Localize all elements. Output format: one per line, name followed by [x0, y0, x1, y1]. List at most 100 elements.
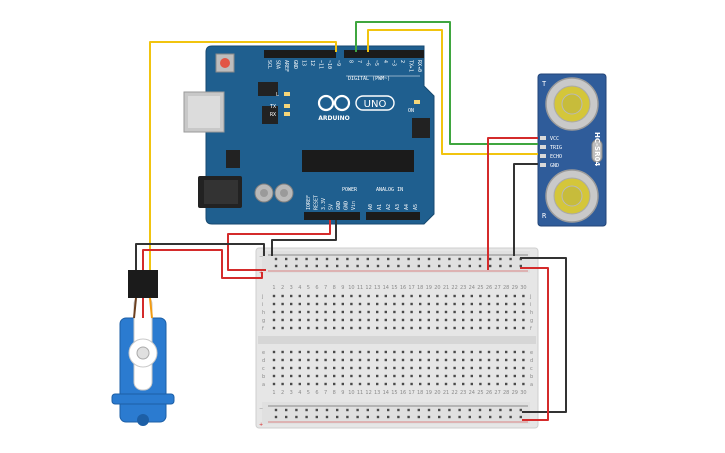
breadboard-hole[interactable]	[305, 264, 308, 268]
sensor-pin[interactable]	[540, 154, 546, 158]
breadboard-hole[interactable]	[366, 264, 369, 268]
breadboard-hole[interactable]	[397, 264, 400, 268]
breadboard-hole[interactable]	[458, 408, 461, 412]
breadboard-hole[interactable]	[393, 310, 396, 314]
breadboard-hole[interactable]	[356, 415, 359, 419]
breadboard-hole[interactable]	[290, 294, 293, 298]
breadboard-hole[interactable]	[487, 350, 491, 354]
breadboard-hole[interactable]	[417, 257, 420, 261]
breadboard-hole[interactable]	[387, 257, 390, 261]
breadboard-hole[interactable]	[513, 366, 516, 370]
breadboard-hole[interactable]	[295, 408, 298, 412]
breadboard-hole[interactable]	[522, 318, 525, 322]
breadboard-hole[interactable]	[376, 382, 379, 386]
breadboard-hole[interactable]	[519, 264, 522, 268]
breadboard-hole[interactable]	[509, 408, 512, 412]
breadboard-hole[interactable]	[376, 318, 379, 322]
breadboard-hole[interactable]	[407, 408, 410, 412]
breadboard-hole[interactable]	[307, 318, 310, 322]
breadboard-hole[interactable]	[384, 326, 387, 330]
breadboard-hole[interactable]	[393, 382, 396, 386]
breadboard-hole[interactable]	[367, 318, 370, 322]
breadboard-hole[interactable]	[298, 366, 301, 370]
breadboard-hole[interactable]	[489, 415, 492, 419]
breadboard-hole[interactable]	[487, 366, 491, 370]
wire-gnd-black[interactable]	[271, 220, 337, 256]
breadboard-hole[interactable]	[444, 366, 448, 370]
breadboard-hole[interactable]	[367, 326, 370, 330]
breadboard-hole[interactable]	[367, 302, 370, 306]
breadboard-hole[interactable]	[436, 350, 439, 354]
breadboard-hole[interactable]	[376, 294, 379, 298]
breadboard-hole[interactable]	[407, 257, 410, 261]
wire-servo-signal-yellow[interactable]	[149, 41, 337, 270]
breadboard-hole[interactable]	[410, 382, 413, 386]
breadboard-hole[interactable]	[298, 382, 301, 386]
breadboard-hole[interactable]	[367, 350, 370, 354]
breadboard-hole[interactable]	[341, 294, 344, 298]
breadboard-hole[interactable]	[410, 326, 413, 330]
breadboard-hole[interactable]	[325, 415, 329, 419]
breadboard-hole[interactable]	[487, 310, 491, 314]
breadboard-hole[interactable]	[315, 264, 318, 268]
breadboard-hole[interactable]	[358, 374, 362, 378]
breadboard-hole[interactable]	[384, 366, 387, 370]
breadboard-hole[interactable]	[470, 294, 473, 298]
breadboard-hole[interactable]	[290, 374, 293, 378]
breadboard-hole[interactable]	[427, 415, 431, 419]
digital-header-right[interactable]	[344, 50, 424, 58]
breadboard-hole[interactable]	[487, 318, 491, 322]
breadboard-hole[interactable]	[350, 350, 353, 354]
breadboard-hole[interactable]	[376, 326, 379, 330]
breadboard-hole[interactable]	[307, 382, 310, 386]
breadboard-hole[interactable]	[462, 382, 465, 386]
breadboard-hole[interactable]	[358, 366, 362, 370]
breadboard-hole[interactable]	[513, 302, 516, 306]
breadboard-hole[interactable]	[358, 294, 362, 298]
breadboard-hole[interactable]	[384, 294, 387, 298]
breadboard-hole[interactable]	[499, 264, 502, 268]
breadboard-hole[interactable]	[487, 358, 491, 362]
breadboard-hole[interactable]	[384, 350, 387, 354]
breadboard-hole[interactable]	[346, 257, 349, 261]
breadboard-hole[interactable]	[341, 382, 344, 386]
breadboard-hole[interactable]	[438, 415, 441, 419]
breadboard-hole[interactable]	[307, 302, 310, 306]
wire-sensor-gnd-black[interactable]	[513, 163, 538, 256]
breadboard-hole[interactable]	[307, 358, 310, 362]
breadboard-hole[interactable]	[470, 310, 473, 314]
breadboard-hole[interactable]	[522, 302, 525, 306]
breadboard-hole[interactable]	[496, 294, 499, 298]
breadboard-hole[interactable]	[444, 318, 448, 322]
breadboard-hole[interactable]	[366, 408, 369, 412]
breadboard-hole[interactable]	[509, 257, 512, 261]
wire-sensor-vcc-red[interactable]	[487, 137, 538, 270]
breadboard-hole[interactable]	[290, 326, 293, 330]
breadboard-hole[interactable]	[307, 366, 310, 370]
breadboard-hole[interactable]	[487, 374, 491, 378]
breadboard-hole[interactable]	[305, 415, 308, 419]
breadboard-hole[interactable]	[393, 366, 396, 370]
breadboard-hole[interactable]	[448, 257, 451, 261]
breadboard-hole[interactable]	[272, 310, 276, 314]
breadboard-hole[interactable]	[333, 374, 336, 378]
breadboard-hole[interactable]	[470, 374, 473, 378]
breadboard-hole[interactable]	[281, 326, 284, 330]
breadboard-hole[interactable]	[376, 374, 379, 378]
breadboard-hole[interactable]	[496, 350, 499, 354]
breadboard-hole[interactable]	[324, 318, 327, 322]
breadboard-hole[interactable]	[376, 358, 379, 362]
breadboard-hole[interactable]	[401, 310, 405, 314]
breadboard-hole[interactable]	[410, 366, 413, 370]
breadboard-hole[interactable]	[513, 318, 516, 322]
breadboard-hole[interactable]	[341, 302, 344, 306]
breadboard-hole[interactable]	[272, 326, 276, 330]
breadboard-hole[interactable]	[285, 415, 288, 419]
breadboard-hole[interactable]	[513, 350, 516, 354]
servo-motor[interactable]	[111, 270, 175, 426]
breadboard-hole[interactable]	[410, 350, 413, 354]
sensor-pin[interactable]	[540, 163, 546, 167]
breadboard-hole[interactable]	[333, 358, 336, 362]
